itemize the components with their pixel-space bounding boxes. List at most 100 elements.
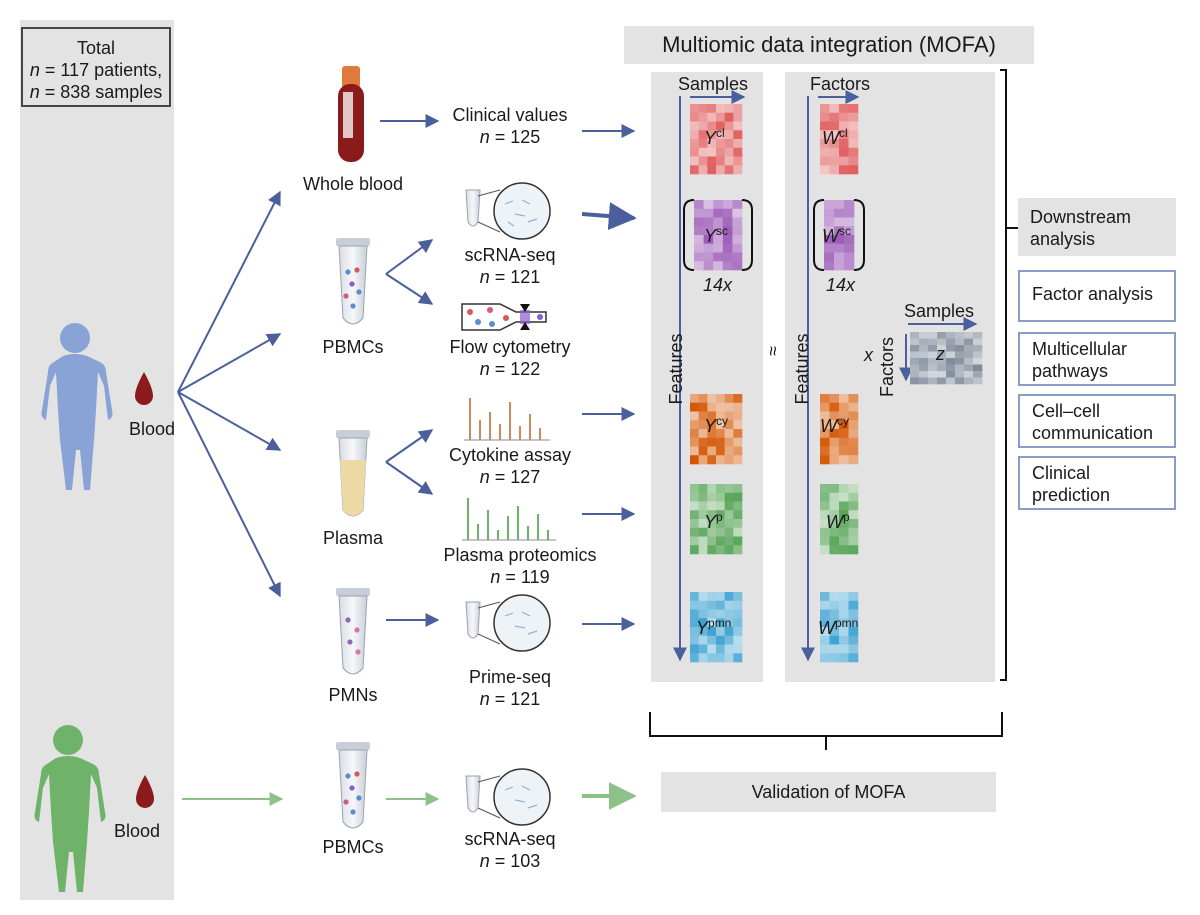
arrow-to-whole-blood (177, 190, 281, 393)
z-matrix (910, 332, 983, 385)
n-symbol: n (479, 267, 490, 287)
source-pbmcs: PBMCs (322, 337, 384, 357)
validation-label: Validation of MOFA (751, 782, 906, 802)
blood-tube-icon (338, 66, 364, 162)
y-samples-label: Samples (678, 74, 749, 94)
matrix-superscript: p (843, 510, 850, 524)
n-symbol: n (479, 467, 490, 487)
assay-cytokine: Cytokine assay n = 127 (420, 444, 600, 488)
n-symbol: n (29, 82, 40, 102)
downstream-item-factor-analysis: Factor analysis (1018, 270, 1176, 322)
mofa-title-box: Multiomic data integration (MOFA) (624, 26, 1034, 64)
w-matrix-label-sc: Wsc (822, 224, 851, 247)
w-matrix-sc (824, 200, 855, 271)
y-matrix-p (690, 484, 743, 555)
assay-scrna: scRNA-seq n = 121 (430, 244, 590, 288)
assay-name: scRNA-seq (464, 245, 556, 265)
y-features-label: Features (666, 333, 686, 405)
matrix-symbol: W (822, 226, 839, 246)
y-matrix-sc (694, 200, 743, 271)
matrix-symbol: Y (704, 128, 717, 148)
arrow-plasma-cytokine (385, 429, 434, 463)
assay-name: scRNA-seq (464, 829, 556, 849)
assay-proteomics: Plasma proteomics n = 119 (420, 544, 620, 588)
matrix-symbol: Y (704, 512, 717, 532)
source-whole-blood: Whole blood (302, 174, 404, 194)
z-samples-label: Samples (904, 301, 975, 321)
y-matrix-cl (690, 104, 743, 175)
matrix-superscript: cy (716, 414, 729, 428)
arrow-plasma-proteomics (385, 461, 434, 495)
validation-blood-drop-icon (136, 775, 154, 808)
proteomics-chart-icon (462, 498, 556, 541)
n-symbol: n (479, 127, 490, 147)
n-symbol: n (490, 567, 501, 587)
w-matrix-p (820, 484, 859, 555)
assay-flow: Flow cytometry n = 122 (420, 336, 600, 380)
arrow-to-plasma (177, 391, 282, 451)
downstream-item-label: Cell–cell communication (1032, 401, 1154, 443)
mofa-to-validation-bracket (649, 712, 1003, 750)
assay-validation-scrna: scRNA-seq n = 103 (420, 828, 600, 872)
arrow-into-mofa-cells (581, 202, 637, 231)
matrix-symbol: Y (704, 226, 717, 246)
w-sc-bracket-right (853, 199, 865, 271)
times-symbol: x (864, 345, 873, 365)
matrix-superscript: sc (839, 224, 851, 238)
n-symbol: n (479, 851, 490, 871)
total-samples: = 838 samples (44, 82, 163, 102)
y-matrix-pmn (690, 592, 743, 663)
downstream-item-label: Clinical prediction (1032, 463, 1111, 505)
blood-drop-icon (135, 372, 153, 405)
arrow-to-pmns (177, 391, 281, 598)
downstream-title: Downstream analysis (1030, 207, 1132, 249)
scrna-seq-icon (465, 182, 551, 240)
plasma-tube-icon (336, 430, 370, 517)
assay-name: Clinical values (452, 105, 568, 125)
validation-blood-label: Blood (113, 821, 161, 841)
validation-scrna-icon (465, 768, 551, 826)
matrix-superscript: pmn (708, 616, 732, 630)
assay-count: = 127 (494, 467, 541, 487)
source-plasma: Plasma (322, 528, 384, 548)
downstream-item-multicellular: Multicellular pathways (1018, 332, 1176, 386)
mofa-title: Multiomic data integration (MOFA) (662, 32, 996, 57)
y-matrix-label-p: Yp (704, 510, 723, 533)
downstream-item-clinical-prediction: Clinical prediction (1018, 456, 1176, 510)
w-sc-bracket-left (813, 199, 825, 271)
matrix-superscript: sc (716, 224, 729, 238)
validation-pbmc-tube-icon (336, 742, 370, 829)
w-sc-repeat: 14x (826, 275, 856, 295)
assay-clinical: Clinical values n = 125 (430, 104, 590, 148)
matrix-superscript: pmn (835, 616, 859, 630)
validation-patient-figure-icon (34, 725, 106, 892)
y-sc-bracket-right (741, 199, 753, 271)
downstream-item-label: Multicellular pathways (1032, 339, 1128, 381)
assay-count: = 122 (494, 359, 541, 379)
w-matrix-label-cy: Wcy (820, 414, 849, 437)
patient-figure-icon (41, 323, 113, 490)
blood-label: Blood (128, 419, 176, 439)
y-matrix-label-cl: Ycl (704, 126, 725, 149)
matrix-symbol: W (818, 618, 835, 638)
y-sc-bracket-left (683, 199, 695, 271)
matrix-superscript: cl (839, 126, 848, 140)
n-symbol: n (29, 60, 40, 80)
source-validation-pbmcs: PBMCs (322, 837, 384, 857)
assay-count: = 121 (494, 689, 541, 709)
z-factors-label: Factors (877, 337, 897, 398)
cytokine-chart-icon (464, 398, 550, 441)
n-symbol: n (479, 689, 490, 709)
assay-count: = 125 (494, 127, 541, 147)
arrow-pbmc-scrna (385, 239, 434, 275)
z-matrix-label: z (936, 344, 945, 364)
matrix-symbol: Y (704, 416, 717, 436)
matrix-superscript: cl (716, 126, 725, 140)
w-features-label: Features (792, 333, 812, 405)
y-sc-repeat: 14x (703, 275, 733, 295)
source-pmns: PMNs (328, 685, 378, 705)
n-symbol: n (479, 359, 490, 379)
assay-name: Cytokine assay (448, 445, 572, 465)
prime-seq-icon (465, 594, 551, 652)
